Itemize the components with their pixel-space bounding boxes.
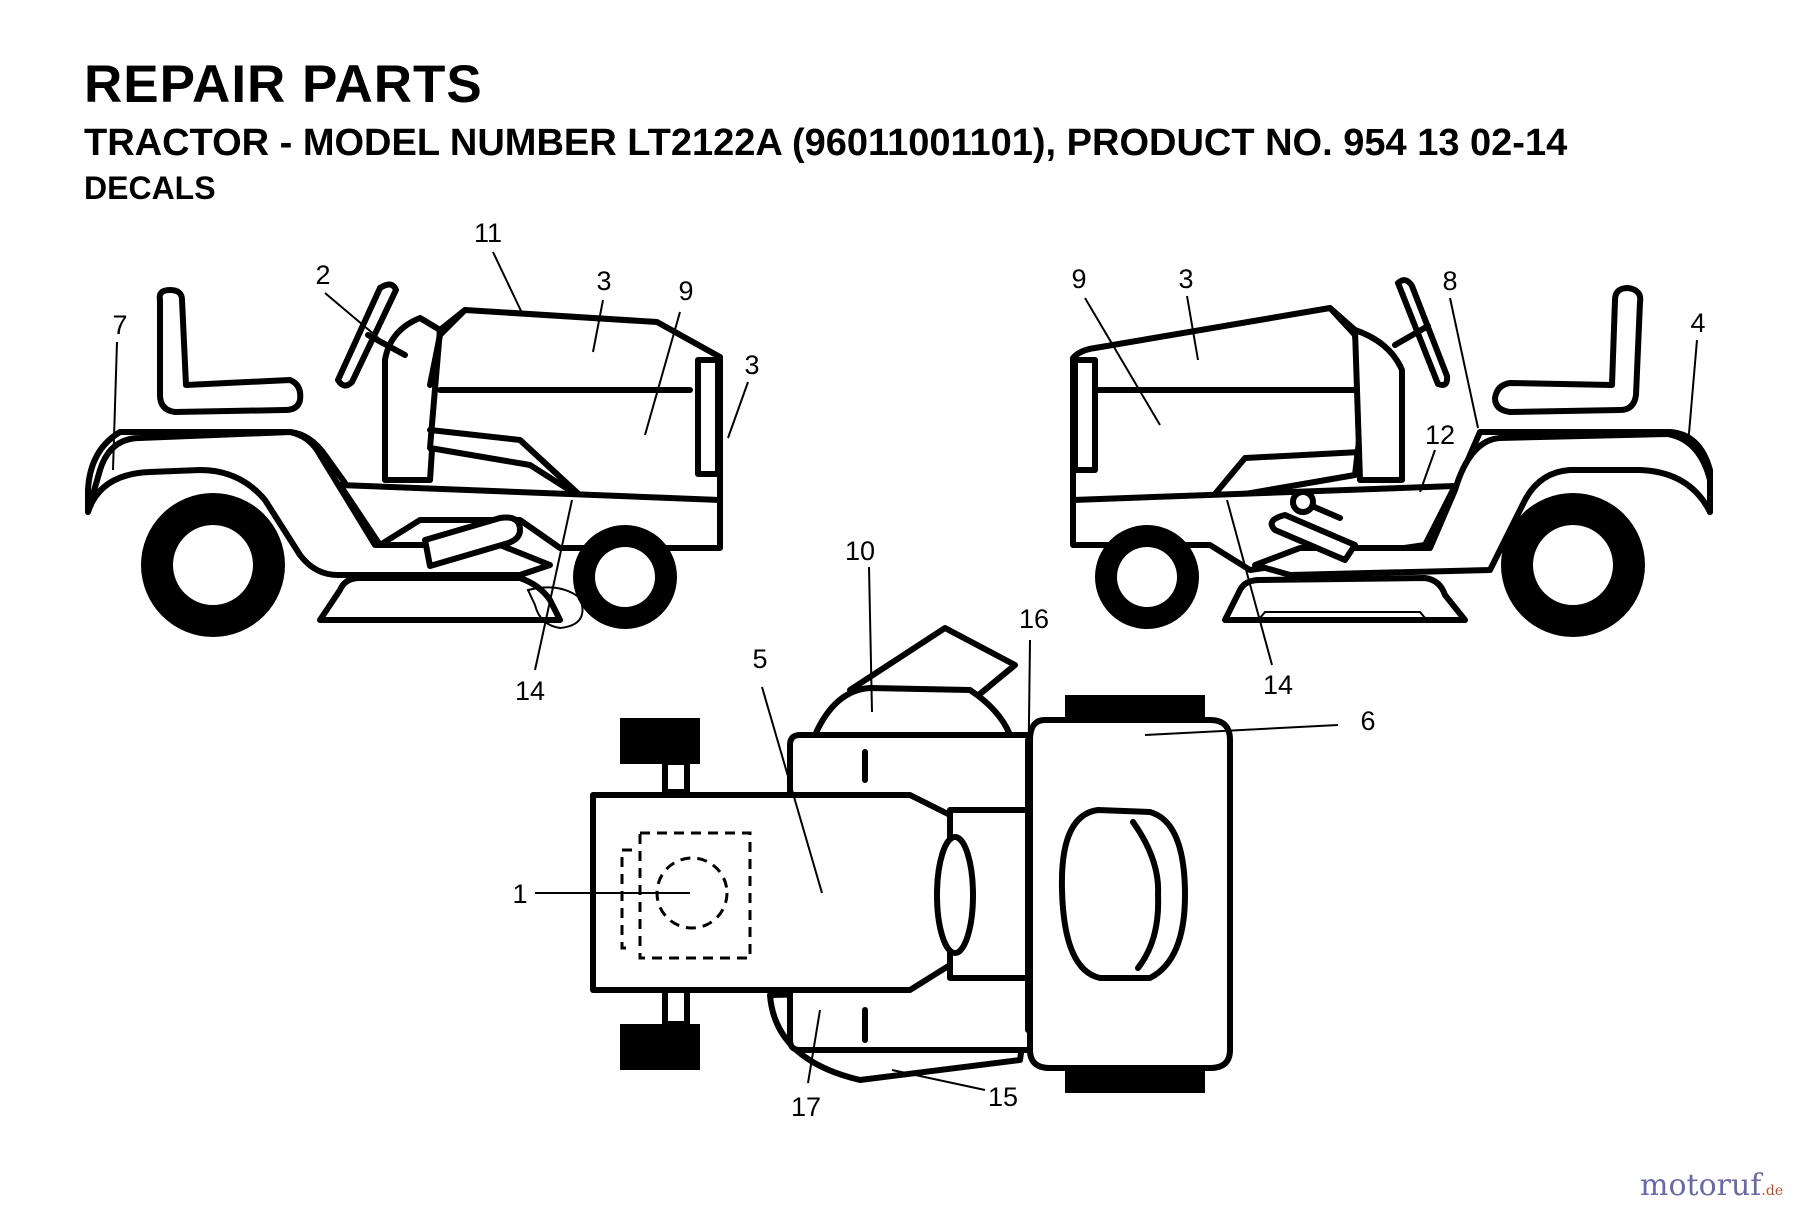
callout-1: 1 (512, 879, 527, 909)
rear-body (85, 429, 553, 578)
front-tire-bottom (620, 1024, 700, 1070)
callout-9: 9 (1071, 264, 1086, 294)
hood-decal-edge (620, 848, 632, 950)
callout-12: 12 (1425, 420, 1455, 450)
callout-3: 3 (1178, 264, 1193, 294)
rear-tire-top (1065, 695, 1205, 721)
callout-10: 10 (845, 536, 875, 566)
leader-lines (112, 251, 1698, 1091)
dash-tower (1352, 327, 1405, 483)
callout-16: 16 (1019, 604, 1049, 634)
page-title: REPAIR PARTS (84, 55, 483, 114)
front-tire-top (620, 718, 700, 764)
deck-decal-outline (526, 586, 584, 630)
tractor-right-view (1070, 277, 1713, 637)
seat (1492, 285, 1644, 415)
lever-knob (1290, 489, 1316, 515)
callout-5: 5 (752, 644, 767, 674)
front-axle-stub (662, 987, 690, 1027)
callout-2: 2 (315, 260, 330, 290)
hood (427, 307, 723, 503)
seat (156, 287, 304, 415)
callout-9: 9 (678, 276, 693, 306)
seat-back-line (1130, 819, 1162, 971)
callout-8: 8 (1442, 266, 1457, 296)
rear-body (1252, 431, 1713, 578)
section-heading: DECALS (84, 170, 216, 206)
lever-shaft (1309, 503, 1343, 521)
tractor-left-view (85, 281, 723, 637)
callout-14: 14 (1263, 670, 1293, 700)
hood-decal-outline (638, 831, 752, 960)
seat-top (1058, 807, 1188, 981)
grille (695, 357, 721, 477)
hood-side-line (427, 307, 468, 388)
steering-column (1392, 323, 1431, 348)
deck (317, 575, 563, 623)
lift-lever (1268, 512, 1358, 563)
callout-11: 11 (474, 218, 502, 248)
callout-3: 3 (596, 266, 611, 296)
watermark: motoruf.de (1640, 1168, 1784, 1203)
dash-tower (382, 315, 443, 483)
deck-decal-outline (1257, 611, 1428, 619)
callout-14: 14 (515, 676, 545, 706)
front-axle-stub (662, 759, 690, 795)
callout-15: 15 (988, 1082, 1018, 1112)
callout-7: 7 (112, 310, 127, 340)
grille (1072, 357, 1098, 473)
callout-3: 3 (744, 350, 759, 380)
page-subtitle: TRACTOR - MODEL NUMBER LT2122A (96011001… (84, 122, 1568, 164)
lift-lever (422, 514, 523, 569)
rear-tire-bottom (1065, 1067, 1205, 1093)
tractor-top-view (590, 625, 1233, 1093)
deck-top (812, 685, 1013, 738)
deck (1222, 575, 1468, 623)
steering-wheel-top (934, 834, 976, 956)
callout-6: 6 (1360, 706, 1375, 736)
callout-4: 4 (1690, 308, 1705, 338)
callout-17: 17 (791, 1092, 821, 1122)
hood-panel-line (427, 387, 693, 503)
callout-labels: 11 2 3 9 7 3 14 9 3 8 4 12 14 10 16 5 6 … (112, 218, 1705, 1122)
hood (1070, 305, 1368, 503)
